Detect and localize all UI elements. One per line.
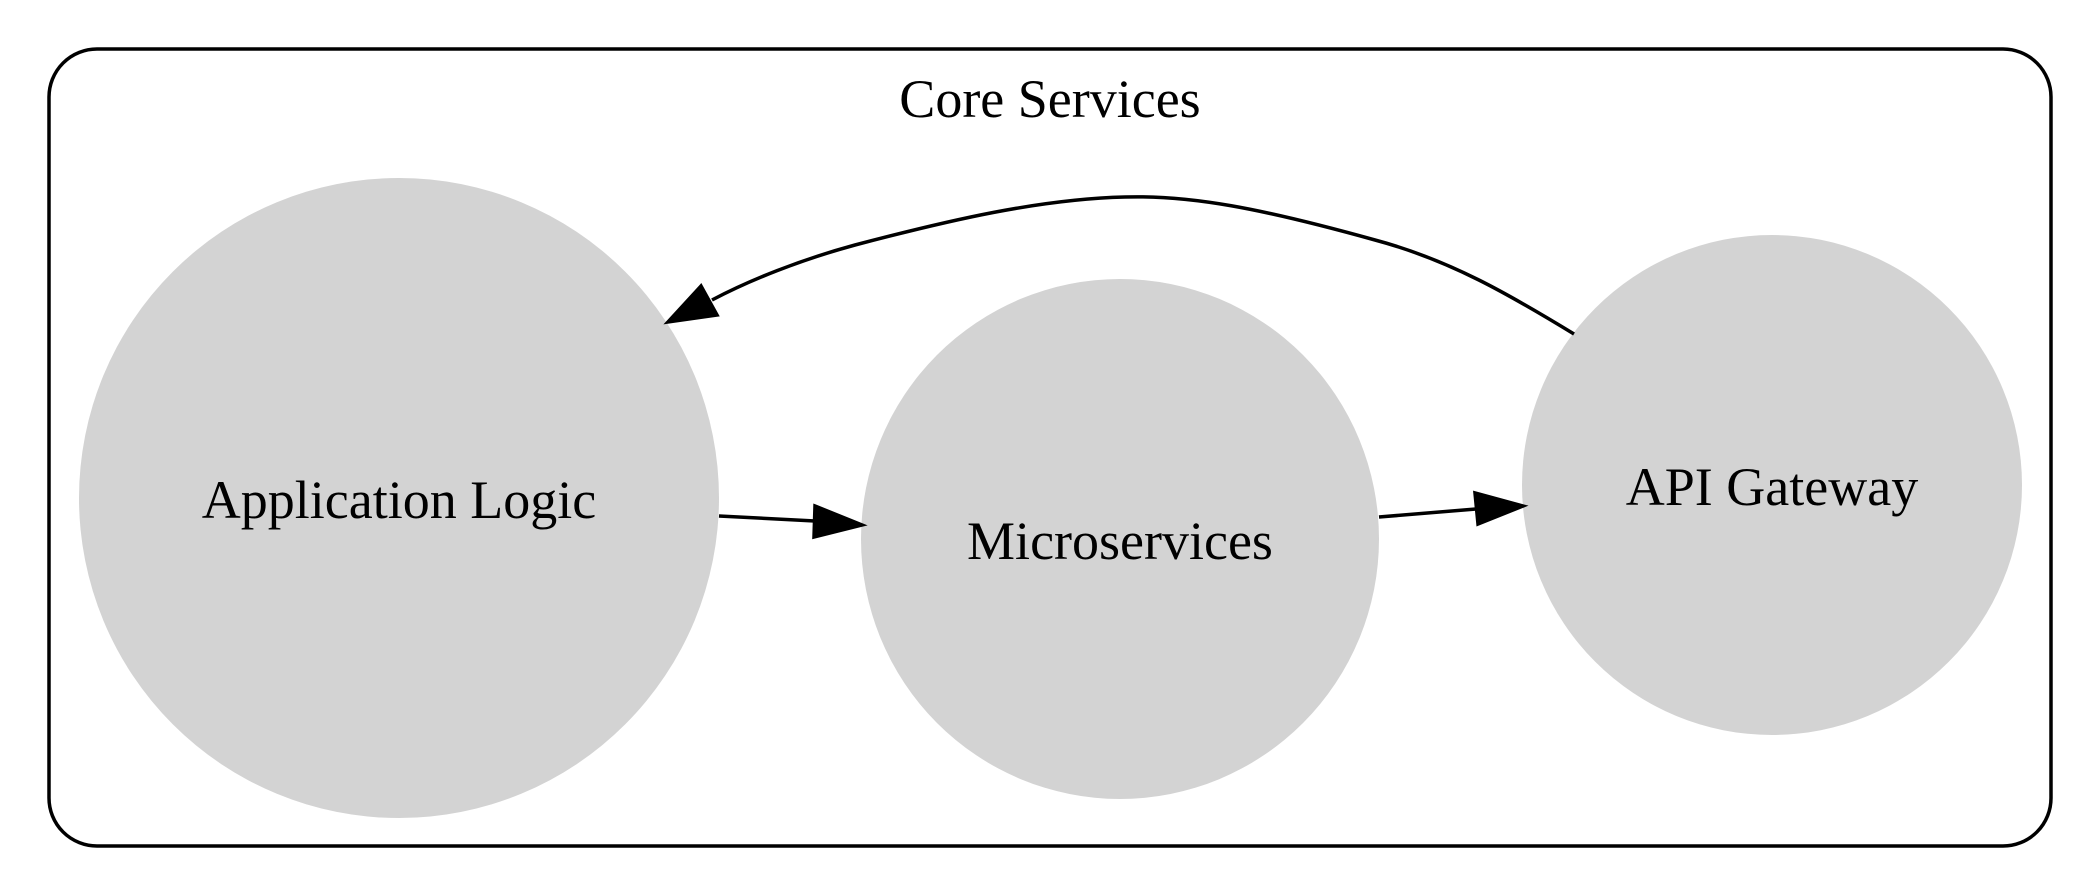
cluster-title: Core Services — [899, 69, 1200, 129]
node-api-gateway-shape[interactable] — [1522, 235, 2022, 735]
node-microservices[interactable]: Microservices — [861, 279, 1379, 799]
node-api-gateway-label: API Gateway — [1626, 457, 1918, 517]
edge-application-logic-to-microservices — [718, 503, 868, 540]
edge-microservices-to-api-gateway — [1378, 490, 1529, 527]
node-application-logic-label: Application Logic — [202, 470, 596, 530]
node-api-gateway[interactable]: API Gateway — [1522, 235, 2022, 735]
edge-api-gateway-to-application-logic — [663, 195, 1575, 336]
node-microservices-shape[interactable] — [861, 279, 1379, 799]
arrowhead — [812, 503, 868, 540]
node-application-logic-shape[interactable] — [79, 178, 719, 818]
arrowhead — [663, 283, 720, 325]
node-microservices-label: Microservices — [967, 511, 1273, 571]
edge-line — [718, 514, 816, 523]
node-application-logic[interactable]: Application Logic — [79, 178, 719, 818]
edge-line — [711, 195, 1575, 336]
arrowhead — [1473, 490, 1529, 527]
edge-line — [1378, 507, 1477, 519]
